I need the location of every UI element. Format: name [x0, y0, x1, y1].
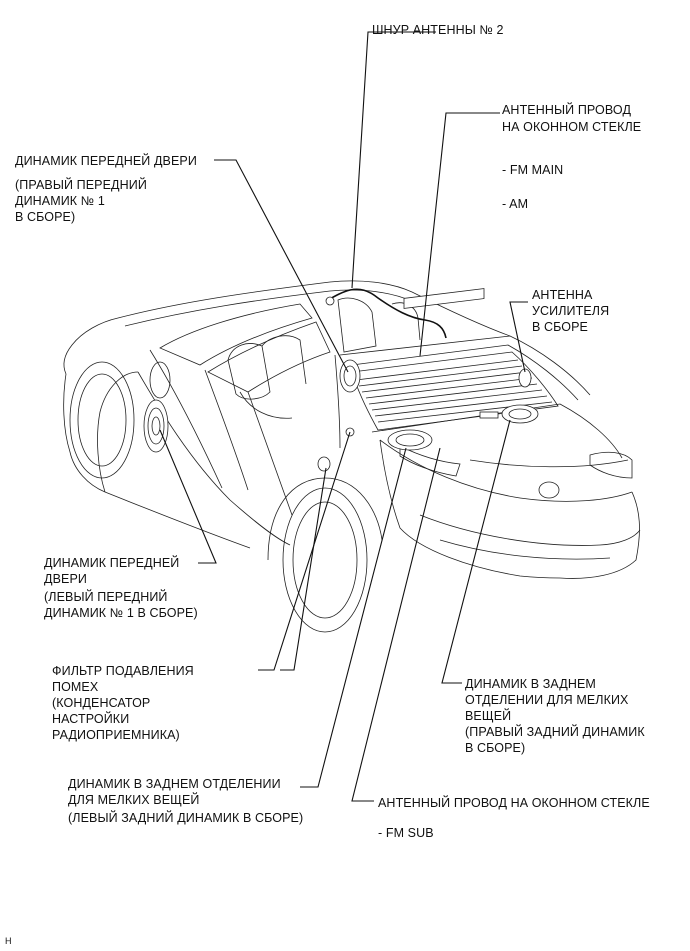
amplifier-antenna — [518, 368, 532, 388]
label-rear-speaker-rh-5: В СБОРЕ) — [465, 741, 526, 755]
rear-left-speaker — [387, 429, 433, 451]
label-front-door-speaker-lh-sub1: (ЛЕВЫЙ ПЕРЕДНИЙ — [44, 590, 168, 604]
label-noise-filter-2: ПОМЕХ — [52, 680, 99, 694]
label-amplifier-antenna-1: АНТЕННА — [532, 288, 593, 302]
label-amplifier-antenna-2: УСИЛИТЕЛЯ — [532, 304, 610, 318]
car-body — [63, 280, 641, 633]
label-glass-antenna-main-line2: НА ОКОННОМ СТЕКЛЕ — [502, 120, 642, 134]
label-front-door-speaker-lh-sub2: ДИНАМИК № 1 В СБОРЕ) — [44, 606, 198, 620]
label-fm-main: - FM MAIN — [502, 163, 564, 177]
label-rear-speaker-rh-2: ОТДЕЛЕНИИ ДЛЯ МЕЛКИХ — [465, 693, 629, 707]
label-fm-sub: - FM SUB — [378, 826, 434, 840]
label-front-door-speaker-rh-sub2: ДИНАМИК № 1 — [15, 194, 105, 208]
front-left-speaker — [143, 399, 169, 453]
label-noise-filter-5: РАДИОПРИЕМНИКА) — [52, 728, 180, 742]
front-right-speaker — [339, 359, 361, 393]
label-noise-filter-4: НАСТРОЙКИ — [52, 712, 130, 726]
label-rear-speaker-lh-2: ДЛЯ МЕЛКИХ ВЕЩЕЙ — [68, 793, 200, 807]
antenna-cord-path — [327, 288, 447, 339]
label-glass-antenna-sub: АНТЕННЫЙ ПРОВОД НА ОКОННОМ СТЕКЛЕ — [378, 796, 650, 810]
label-front-door-speaker-lh-2: ДВЕРИ — [44, 572, 87, 586]
label-front-door-speaker-rh-sub3: В СБОРЕ) — [15, 210, 76, 224]
rear-right-speaker — [501, 404, 539, 424]
label-rear-speaker-rh-3: ВЕЩЕЙ — [465, 709, 512, 723]
label-front-door-speaker-rh-sub1: (ПРАВЫЙ ПЕРЕДНИЙ — [15, 178, 147, 192]
label-front-door-speaker-rh: ДИНАМИК ПЕРЕДНЕЙ ДВЕРИ — [15, 154, 197, 168]
label-am: - AM — [502, 197, 529, 211]
label-rear-speaker-rh-4: (ПРАВЫЙ ЗАДНИЙ ДИНАМИК — [465, 725, 645, 739]
label-rear-speaker-rh-1: ДИНАМИК В ЗАДНЕМ — [465, 677, 596, 691]
label-antenna-cord-2: ШНУР АНТЕННЫ № 2 — [372, 23, 504, 37]
label-glass-antenna-main-line1: АНТЕННЫЙ ПРОВОД — [502, 103, 632, 117]
leader-lines — [159, 31, 528, 802]
label-rear-speaker-lh-1: ДИНАМИК В ЗАДНЕМ ОТДЕЛЕНИИ — [68, 777, 281, 791]
label-noise-filter-3: (КОНДЕНСАТОР — [52, 696, 151, 710]
label-noise-filter-1: ФИЛЬТР ПОДАВЛЕНИЯ — [52, 664, 194, 678]
noise-filter — [317, 427, 355, 472]
label-amplifier-antenna-3: В СБОРЕ — [532, 320, 588, 334]
label-front-door-speaker-lh-1: ДИНАМИК ПЕРЕДНЕЙ — [44, 556, 180, 570]
corner-code: H — [5, 936, 12, 946]
label-rear-speaker-lh-3: (ЛЕВЫЙ ЗАДНИЙ ДИНАМИК В СБОРЕ) — [68, 811, 304, 825]
